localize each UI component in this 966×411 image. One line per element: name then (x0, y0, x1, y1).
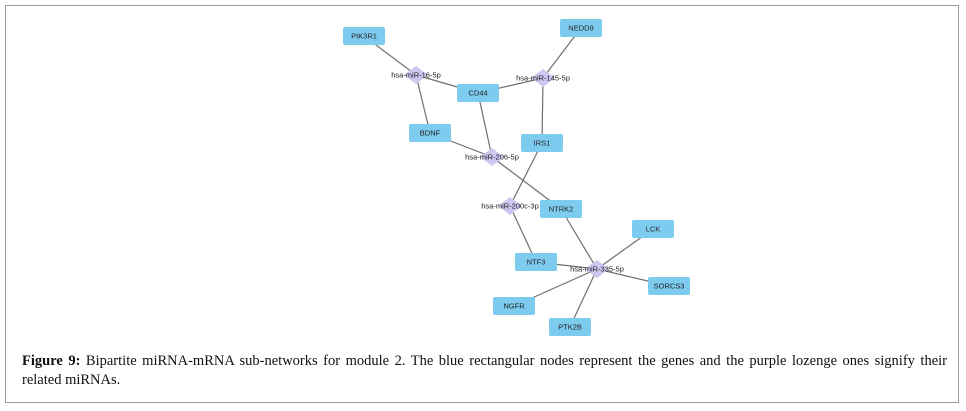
edge-hsa-mir-145-5p-irs1 (541, 77, 544, 144)
gene-node-label: NGFR (503, 301, 525, 310)
edge-ptk2b-hsa-mir-335-5p (569, 268, 598, 328)
gene-node-label: CD44 (468, 88, 487, 97)
gene-node-label: NEDD9 (568, 23, 593, 32)
mirna-node-hsa-mir-200c-3p: hsa-miR-200c-3p (481, 197, 539, 215)
caption-text: Bipartite miRNA-mRNA sub-networks for mo… (22, 353, 947, 388)
edge-hsa-mir-200c-3p-ntf3 (509, 205, 537, 263)
mirna-node-hsa-mir-206-5p: hsa-miR-206-5p (465, 148, 519, 166)
gene-node-nedd9: NEDD9 (560, 19, 602, 37)
mirna-node-lozenge (480, 148, 504, 166)
gene-node-sorcs3: SORCS3 (648, 277, 690, 295)
mirna-node-label: hsa-miR-206-5p (465, 152, 519, 161)
mirna-node-label: hsa-miR-145-5p (516, 73, 570, 82)
gene-node-box (409, 124, 451, 142)
gene-node-box (493, 297, 535, 315)
gene-node-label: NTRK2 (549, 204, 574, 213)
gene-node-box (560, 19, 602, 37)
gene-node-ntrk2: NTRK2 (540, 200, 582, 218)
gene-node-ntf3: NTF3 (515, 253, 557, 271)
figure-frame (5, 5, 959, 403)
gene-node-box (343, 27, 385, 45)
mirna-node-label: hsa-miR-335-5p (570, 264, 624, 273)
gene-node-box (549, 318, 591, 336)
mirna-node-lozenge (404, 66, 428, 84)
gene-node-label: PIK3R1 (351, 31, 377, 40)
gene-node-label: PTK2B (558, 322, 582, 331)
mirna-node-label: hsa-miR-16-5p (391, 70, 441, 79)
gene-node-box (540, 200, 582, 218)
mirna-node-hsa-mir-16-5p: hsa-miR-16-5p (391, 66, 441, 84)
mirna-node-label: hsa-miR-200c-3p (481, 201, 539, 210)
gene-node-label: BDNF (420, 128, 441, 137)
gene-node-lck: LCK (632, 220, 674, 238)
gene-node-box (632, 220, 674, 238)
gene-node-ptk2b: PTK2B (549, 318, 591, 336)
mirna-node-lozenge (531, 69, 555, 87)
edge-irs1-hsa-mir-200c-3p (509, 142, 543, 207)
edge-ntrk2-hsa-mir-335-5p (560, 208, 598, 270)
gene-node-box (515, 253, 557, 271)
caption-label: Figure 9: (22, 353, 81, 369)
gene-node-pik3r1: PIK3R1 (343, 27, 385, 45)
mirna-node-hsa-mir-335-5p: hsa-miR-335-5p (570, 260, 624, 278)
gene-node-box (457, 84, 499, 102)
mirna-node-lozenge (498, 197, 522, 215)
gene-node-box (648, 277, 690, 295)
gene-node-cd44: CD44 (457, 84, 499, 102)
gene-node-bdnf: BDNF (409, 124, 451, 142)
mirna-node-hsa-mir-145-5p: hsa-miR-145-5p (516, 69, 570, 87)
gene-node-label: LCK (646, 224, 661, 233)
edge-cd44-hsa-mir-206-5p (477, 92, 493, 158)
mirna-node-lozenge (585, 260, 609, 278)
gene-node-box (521, 134, 563, 152)
gene-node-label: NTF3 (527, 257, 546, 266)
gene-node-label: IRS1 (534, 138, 551, 147)
edge-hsa-mir-16-5p-bdnf (415, 74, 431, 134)
gene-node-irs1: IRS1 (521, 134, 563, 152)
gene-node-label: SORCS3 (654, 281, 685, 290)
figure-caption: Figure 9: Bipartite miRNA-mRNA sub-netwo… (22, 352, 947, 390)
gene-node-ngfr: NGFR (493, 297, 535, 315)
